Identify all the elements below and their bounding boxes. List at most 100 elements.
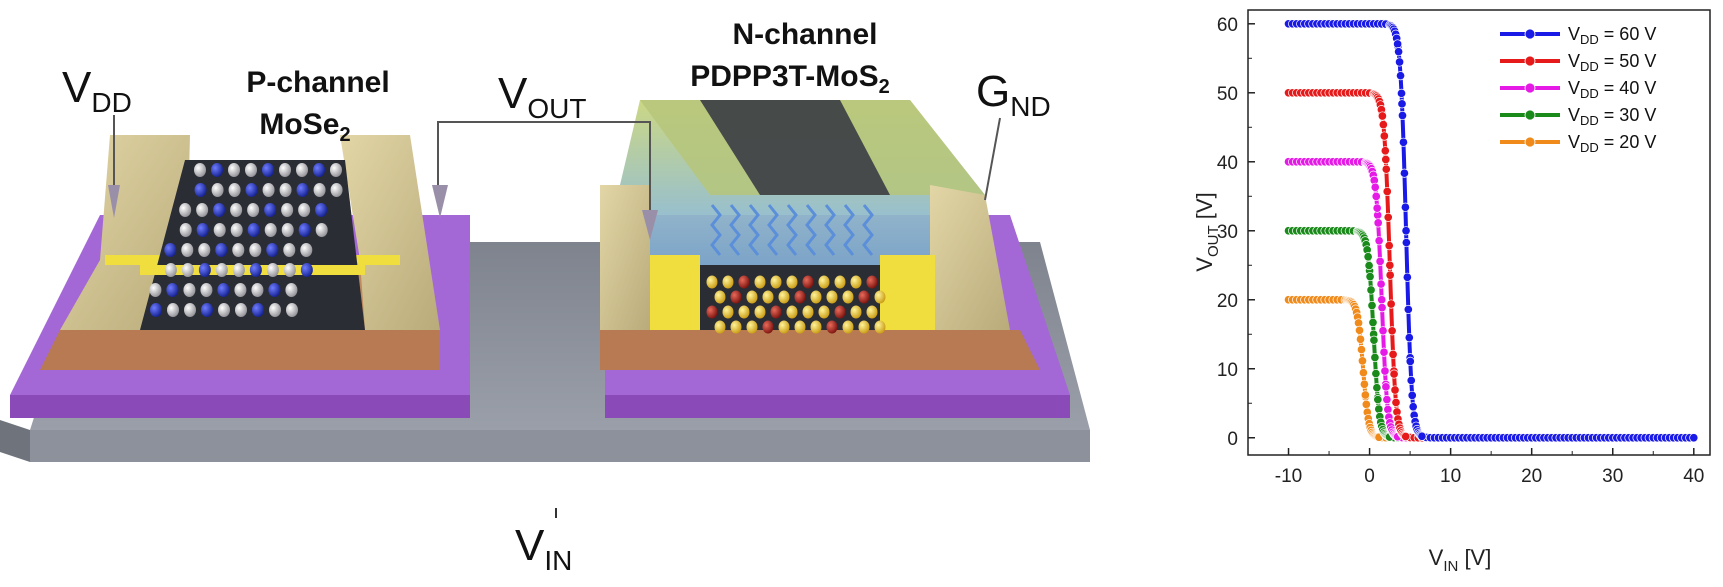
mose2-atom xyxy=(298,203,311,217)
mose2-atom xyxy=(235,303,247,317)
mose2-atom xyxy=(232,243,245,257)
mose2-atom xyxy=(286,303,298,317)
inverter-device-diagram: VDD P-channel MoSe2 VOUT N-channel PDPP3… xyxy=(0,18,1090,576)
data-point xyxy=(1404,333,1414,343)
vin-label: VIN xyxy=(515,521,572,576)
vout-wire xyxy=(437,121,651,210)
mose2-atom xyxy=(201,303,213,317)
data-point xyxy=(1387,326,1397,336)
legend-item: VDD = 60 V xyxy=(1500,24,1656,47)
data-point xyxy=(1402,272,1412,282)
mose2-atom xyxy=(179,203,192,217)
mos2-atom xyxy=(746,320,758,334)
data-point xyxy=(1389,369,1399,379)
mose2-atom xyxy=(247,203,260,217)
mose2-atom xyxy=(285,283,298,297)
data-point xyxy=(1356,345,1367,355)
mos2-atom xyxy=(866,305,878,319)
mos2-atom xyxy=(714,320,726,334)
mos2-atom xyxy=(834,305,846,319)
legend-swatch-marker xyxy=(1524,55,1536,67)
mose2-atom xyxy=(230,223,243,237)
mose2-atom xyxy=(167,303,179,317)
polymer-chain xyxy=(805,204,817,256)
mose2-atom xyxy=(228,183,241,197)
data-point xyxy=(1381,382,1391,392)
mose2-atom xyxy=(269,303,281,317)
data-point xyxy=(1689,433,1699,443)
data-point xyxy=(1365,272,1375,282)
data-point xyxy=(1375,256,1385,266)
mose2-atom xyxy=(230,203,243,217)
mose2-atom xyxy=(200,283,213,297)
data-point xyxy=(1399,168,1409,178)
n-channel-transistor xyxy=(600,100,1040,370)
x-tick-label: 10 xyxy=(1440,466,1461,487)
mose2-atom xyxy=(217,283,230,297)
y-tick-label: 20 xyxy=(1217,291,1238,312)
mose2-atom xyxy=(218,303,230,317)
mose2-atom xyxy=(330,183,343,197)
data-point xyxy=(1403,304,1413,314)
mose2-atom xyxy=(315,223,328,237)
data-point xyxy=(1370,352,1380,363)
data-point xyxy=(1394,47,1404,57)
series-line xyxy=(1288,297,1613,440)
mose2-atom xyxy=(213,203,226,217)
data-point xyxy=(1373,395,1383,405)
mose2-atom xyxy=(194,163,206,177)
x-tick-label: 30 xyxy=(1602,466,1623,487)
mos2-atom xyxy=(802,275,814,289)
mose2-atom xyxy=(198,263,211,277)
data-point xyxy=(1372,203,1382,213)
vout-probe-right xyxy=(642,210,658,240)
polymer-chain xyxy=(786,204,798,256)
y-tick-label: 60 xyxy=(1217,15,1238,36)
mos2-atom xyxy=(786,305,798,319)
data-point xyxy=(1382,395,1392,405)
mos2-atom xyxy=(754,275,766,289)
n-channel-label: N-channel xyxy=(732,18,877,51)
data-point xyxy=(1364,260,1374,271)
data-point xyxy=(1373,218,1383,228)
mos2-atom xyxy=(874,290,886,304)
series-line xyxy=(1288,228,1613,440)
mose2-atom xyxy=(166,283,179,297)
y-tick-label: 50 xyxy=(1217,84,1238,105)
data-point xyxy=(1401,238,1411,248)
data-point xyxy=(1354,325,1365,335)
mos2-atom xyxy=(722,275,734,289)
mose2-atom xyxy=(194,183,207,197)
data-point xyxy=(1407,390,1417,400)
mos2-atom xyxy=(778,320,790,334)
mos2-atoms xyxy=(706,275,886,334)
vdd-probe xyxy=(108,185,120,218)
polymer-chain xyxy=(824,204,836,256)
data-point xyxy=(1385,270,1395,280)
mose2-atom xyxy=(245,163,257,177)
data-point xyxy=(1377,303,1387,313)
drain-contact-left xyxy=(340,135,440,330)
polymer-chain xyxy=(729,204,741,256)
vout-probe-left xyxy=(432,185,448,218)
mose2-atom xyxy=(215,263,228,277)
mose2-atom xyxy=(211,183,224,197)
data-point xyxy=(1381,164,1391,174)
mos2-atom xyxy=(818,305,830,319)
mose2-atom xyxy=(196,203,209,217)
mose2-atom xyxy=(313,183,326,197)
mos2-atom xyxy=(850,275,862,289)
polymer-chains xyxy=(710,204,874,256)
mos2-atom xyxy=(762,290,774,304)
data-point xyxy=(1379,347,1389,357)
series-20 xyxy=(1283,295,1618,443)
data-point xyxy=(1376,279,1386,289)
mose2-atom xyxy=(252,303,264,317)
data-point xyxy=(1397,110,1408,121)
y-tick-label: 10 xyxy=(1217,360,1238,381)
mos2-atom xyxy=(794,290,806,304)
mose2-atom xyxy=(279,163,291,177)
mose2-atom xyxy=(232,263,245,277)
